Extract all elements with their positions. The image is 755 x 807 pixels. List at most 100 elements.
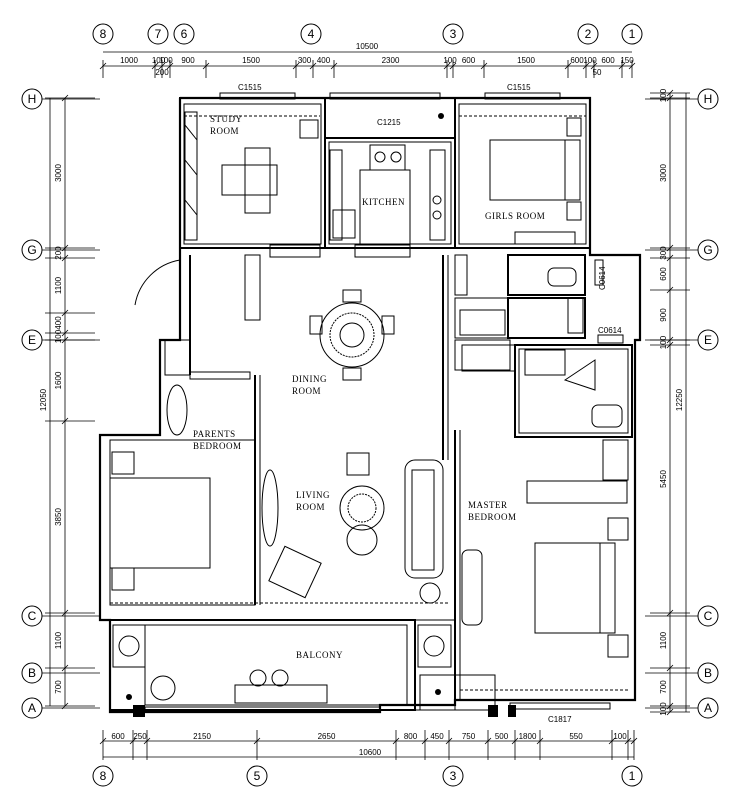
room-label-parents-2: BEDROOM [193,441,242,451]
axis-label: H [28,92,37,106]
dim-text-left: 1600 [54,371,63,389]
dim-text-bottom: 800 [404,732,418,741]
dim-text-right: 100 [659,88,668,102]
axis-label: 6 [181,27,188,41]
axis-bubble [621,23,643,45]
axis-label: C [704,609,713,623]
dim-text-right: 3000 [659,164,668,182]
axis-bubble [442,765,464,787]
dim-text-left: 100 [54,329,63,343]
room-label-balcony: BALCONY [296,650,343,660]
dim-text-right: 900 [659,308,668,322]
axis-label: 3 [450,27,457,41]
axis-label: E [704,333,712,347]
dim-text-top-total: 10500 [356,42,379,51]
axis-label: B [704,666,712,680]
dim-text-right-total: 12250 [675,388,684,411]
axis-bubble [577,23,599,45]
room-label-master-1: MASTER [468,500,508,510]
dim-text-left: 1100 [54,276,63,294]
axis-bubble [147,23,169,45]
dim-text-right: 100 [659,335,668,349]
room-label-living-1: LIVING [296,490,330,500]
dim-text-bottom: 600 [111,732,125,741]
room-label-kitchen: KITCHEN [362,197,405,207]
dim-text-right: 100 [659,702,668,716]
dim-text-left: 400 [54,316,63,330]
dim-text-top: 600 [462,56,476,65]
axis-bubble [246,765,268,787]
axis-bubble [442,23,464,45]
dim-text-bottom: 750 [462,732,476,741]
axis-bubble [300,23,322,45]
dim-text-left-total: 12050 [39,388,48,411]
dim-text-right: 700 [659,680,668,694]
window-label-bath: C0614 [598,266,607,290]
dim-text-left: 200 [54,246,63,260]
axis-label: 3 [450,769,457,783]
window-label-master-bath: C0614 [598,326,622,335]
furniture [109,111,629,717]
dim-text-top: 100 [443,56,457,65]
axis-label: G [703,243,712,257]
dim-text-top: 1500 [242,56,260,65]
dim-text-top: 600 [601,56,615,65]
axis-label: C [28,609,37,623]
dim-text-bottom-total: 10600 [359,748,382,757]
dim-text-top: 150 [620,56,634,65]
axis-label: A [28,701,36,715]
axis-bubble [92,765,114,787]
axis-label: 2 [585,27,592,41]
axis-label: 8 [100,27,107,41]
walls [98,96,642,714]
dim-text-top: 900 [181,56,195,65]
dim-text-bottom: 100 [613,732,627,741]
room-label-study-1: STUDY [210,114,243,124]
axis-bubble [173,23,195,45]
dim-text-right: 1100 [659,631,668,649]
room-label-girls: GIRLS ROOM [485,211,545,221]
room-label-dining-1: DINING [292,374,327,384]
axis-label: 7 [155,27,162,41]
window-label-girls: C1515 [507,83,531,92]
dim-text-bottom: 1800 [519,732,537,741]
window-label-kitchen: C1215 [377,118,401,127]
axis-label: 5 [254,769,261,783]
dim-text-left: 3000 [54,164,63,182]
axis-label: H [704,92,713,106]
dim-text-top-sub: 50 [593,68,602,77]
room-label-parents-1: PARENTS [193,429,236,439]
room-label-dining-2: ROOM [292,386,321,396]
dim-text-left: 700 [54,680,63,694]
dim-text-top-sub: 200 [155,68,169,77]
dim-text-left: 3850 [54,508,63,526]
dim-text-top: 100 [583,56,597,65]
dim-text-top: 1000 [120,56,138,65]
dim-text-bottom: 2650 [318,732,336,741]
dim-text-right: 5450 [659,470,668,488]
dim-text-bottom: 550 [569,732,583,741]
axis-label: 4 [308,27,315,41]
axis-label: G [27,243,36,257]
window-label-study: C1515 [238,83,262,92]
window-label-master: C1817 [548,715,572,724]
dim-text-top: 100 [159,56,173,65]
dim-text-top: 400 [317,56,331,65]
axis-label: 1 [629,27,636,41]
dim-text-top: 600 [570,56,584,65]
dim-text-bottom: 250 [133,732,147,741]
dim-text-top: 100 [152,56,166,65]
axis-bubble [621,765,643,787]
axis-label: A [704,701,712,715]
dim-text-top: 1500 [517,56,535,65]
room-label-study-2: ROOM [210,126,239,136]
doors [134,244,511,376]
room-label-living-2: ROOM [296,502,325,512]
axis-label: 8 [100,769,107,783]
axis-label: B [28,666,36,680]
dim-text-right: 600 [659,267,668,281]
room-label-master-2: BEDROOM [468,512,517,522]
